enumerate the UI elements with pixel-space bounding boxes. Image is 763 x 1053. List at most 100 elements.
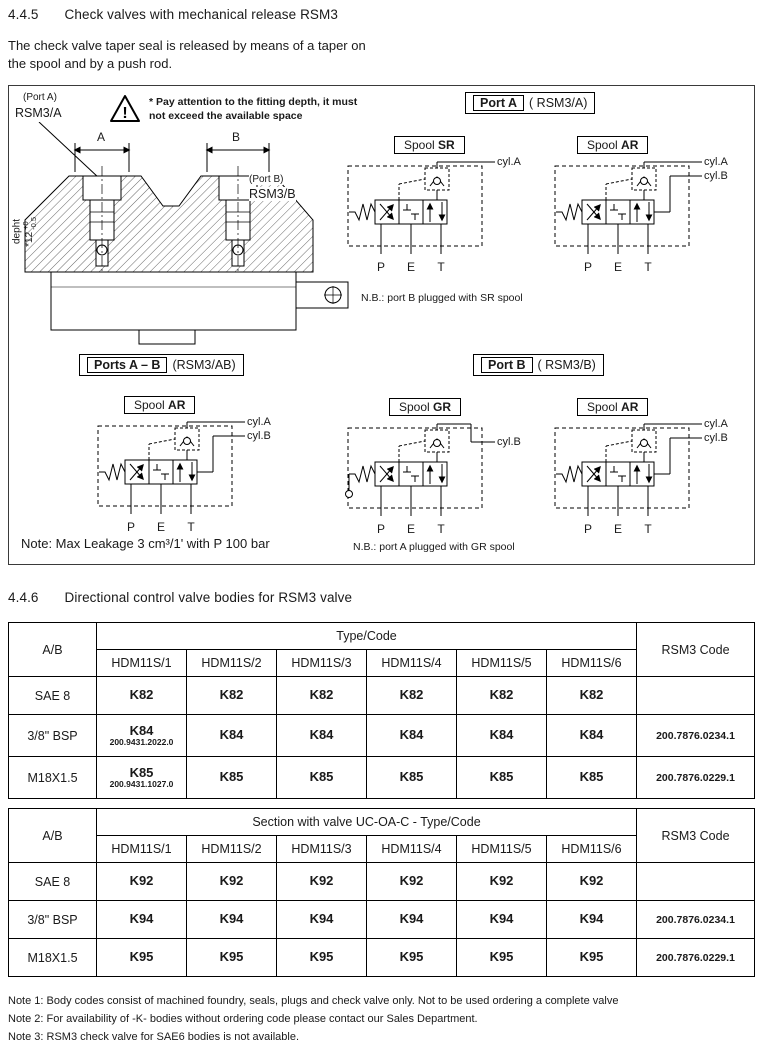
table-row: 3/8" BSP K84 200.9431.2022.0 K84 K84 K84… bbox=[8, 714, 755, 757]
cyl-a-label: cyl.A bbox=[247, 416, 271, 428]
code-cell: K92 bbox=[96, 862, 187, 901]
code-cell: K85 bbox=[366, 756, 457, 799]
code-cell: K84 bbox=[186, 714, 277, 757]
spool-code-ar: AR bbox=[621, 400, 639, 414]
spool-code-ar: AR bbox=[621, 138, 639, 152]
table-row: SAE 8 K92 K92 K92 K92 K92 K92 bbox=[8, 862, 755, 901]
spool-ar-mid-label: Spool AR bbox=[124, 396, 196, 414]
table1-corner-header: A/B bbox=[8, 622, 97, 677]
code-cell: K84 bbox=[456, 714, 547, 757]
depth-value-label: *12 +0 -0.5 bbox=[21, 206, 38, 258]
code-cell: K84 bbox=[546, 714, 637, 757]
column-header: HDM11S/2 bbox=[186, 649, 277, 677]
code-cell: K85 bbox=[186, 756, 277, 799]
row-label: SAE 8 bbox=[8, 862, 97, 901]
spool-code-sr: SR bbox=[438, 138, 455, 152]
code-cell: K94 bbox=[96, 900, 187, 939]
port-a-header: Port A ( RSM3/A) bbox=[465, 92, 596, 114]
leakage-note: Note: Max Leakage 3 cm³/1' with P 100 ba… bbox=[21, 536, 270, 551]
code-cell: K94 bbox=[276, 900, 367, 939]
code-cell: K94 bbox=[456, 900, 547, 939]
port-a-small-label: (Port A) bbox=[23, 92, 57, 103]
schematic-spool-ar-top: cyl.A cyl.B P E T bbox=[552, 156, 734, 278]
rsm3-code-cell: 200.7876.0234.1 bbox=[636, 714, 755, 757]
column-header: HDM11S/2 bbox=[186, 835, 277, 863]
code-cell: K95 bbox=[546, 938, 637, 977]
spool-word: Spool bbox=[587, 400, 618, 414]
port-e-label: E bbox=[406, 522, 415, 536]
footnote-1: Note 1: Body codes consist of machined f… bbox=[8, 995, 619, 1007]
rsm3-code-cell bbox=[636, 676, 755, 715]
row-label: 3/8" BSP bbox=[8, 900, 97, 939]
spool-word: Spool bbox=[404, 138, 435, 152]
column-header: HDM11S/5 bbox=[456, 649, 547, 677]
column-header: HDM11S/3 bbox=[276, 649, 367, 677]
code-cell: K95 bbox=[366, 938, 457, 977]
code-cell: K82 bbox=[276, 676, 367, 715]
port-t-label: T bbox=[644, 260, 652, 274]
table-row: M18X1.5 K85 200.9431.1027.0 K85 K85 K85 … bbox=[8, 756, 755, 799]
diagram-panel: (Port A) RSM3/A ! * Pay attention to the… bbox=[8, 85, 755, 565]
cyl-a-label: cyl.A bbox=[497, 156, 521, 168]
dim-a-label: A bbox=[95, 130, 108, 144]
code-value: K85 bbox=[129, 764, 154, 780]
rsm3-code-cell: 200.7876.0234.1 bbox=[636, 900, 755, 939]
column-header: HDM11S/3 bbox=[276, 835, 367, 863]
section-446-number: 4.4.6 bbox=[8, 590, 39, 605]
port-a-header-code: ( RSM3/A) bbox=[529, 96, 588, 110]
svg-text:!: ! bbox=[122, 105, 127, 122]
row-label: SAE 8 bbox=[8, 676, 97, 715]
code-cell: K95 bbox=[276, 938, 367, 977]
rsm3-code-cell: 200.7876.0229.1 bbox=[636, 756, 755, 799]
code-cell: K85 bbox=[276, 756, 367, 799]
cyl-b-label: cyl.B bbox=[704, 432, 728, 444]
code-cell: K95 bbox=[456, 938, 547, 977]
code-cell: K94 bbox=[546, 900, 637, 939]
port-e-label: E bbox=[613, 522, 622, 536]
code-cell: K85 200.9431.1027.0 bbox=[96, 756, 187, 799]
port-p-label: P bbox=[583, 260, 592, 274]
port-b-small-label: (Port B) bbox=[249, 174, 284, 185]
spool-word: Spool bbox=[587, 138, 618, 152]
footnotes: Note 1: Body codes consist of machined f… bbox=[8, 992, 748, 1046]
port-t-label: T bbox=[644, 522, 652, 536]
spool-code-gr: GR bbox=[433, 400, 452, 414]
table2-group-header: Section with valve UC-OA-C - Type/Code bbox=[96, 808, 637, 836]
port-t-label: T bbox=[187, 520, 195, 534]
code-value: K84 bbox=[129, 722, 154, 738]
depth-word-label: depht bbox=[11, 218, 23, 245]
code-cell: K92 bbox=[366, 862, 457, 901]
spool-sr-label: Spool SR bbox=[394, 136, 465, 154]
port-e-label: E bbox=[406, 260, 415, 274]
code-cell: K95 bbox=[96, 938, 187, 977]
port-p-label: P bbox=[126, 520, 135, 534]
cyl-a-label: cyl.A bbox=[704, 418, 728, 430]
port-e-label: E bbox=[156, 520, 165, 534]
table-row: 3/8" BSP K94 K94 K94 K94 K94 K94 200.787… bbox=[8, 900, 755, 939]
cyl-a-label: cyl.A bbox=[704, 156, 728, 168]
port-b-header: Port B ( RSM3/B) bbox=[473, 354, 604, 376]
code-cell: K82 bbox=[456, 676, 547, 715]
code-cell: K92 bbox=[456, 862, 547, 901]
section-445-heading: 4.4.5 Check valves with mechanical relea… bbox=[8, 7, 338, 22]
port-p-label: P bbox=[376, 522, 385, 536]
table-row: M18X1.5 K95 K95 K95 K95 K95 K95 200.7876… bbox=[8, 938, 755, 977]
code-cell: K94 bbox=[366, 900, 457, 939]
column-header: HDM11S/1 bbox=[96, 835, 187, 863]
row-label: 3/8" BSP bbox=[8, 714, 97, 757]
code-cell: K85 bbox=[546, 756, 637, 799]
code-cell: K84 bbox=[276, 714, 367, 757]
nb-sr-note: N.B.: port B plugged with SR spool bbox=[361, 292, 523, 304]
spool-ar-top-label: Spool AR bbox=[577, 136, 649, 154]
spool-ar-bottom-label: Spool AR bbox=[577, 398, 649, 416]
column-header: HDM11S/1 bbox=[96, 649, 187, 677]
port-t-label: T bbox=[437, 260, 445, 274]
port-e-label: E bbox=[613, 260, 622, 274]
port-t-label: T bbox=[437, 522, 445, 536]
rsm3a-label: RSM3/A bbox=[15, 106, 62, 120]
column-header: HDM11S/4 bbox=[366, 835, 457, 863]
code-subvalue: 200.9431.2022.0 bbox=[109, 736, 174, 747]
section-445-number: 4.4.5 bbox=[8, 7, 39, 22]
row-label: M18X1.5 bbox=[8, 756, 97, 799]
